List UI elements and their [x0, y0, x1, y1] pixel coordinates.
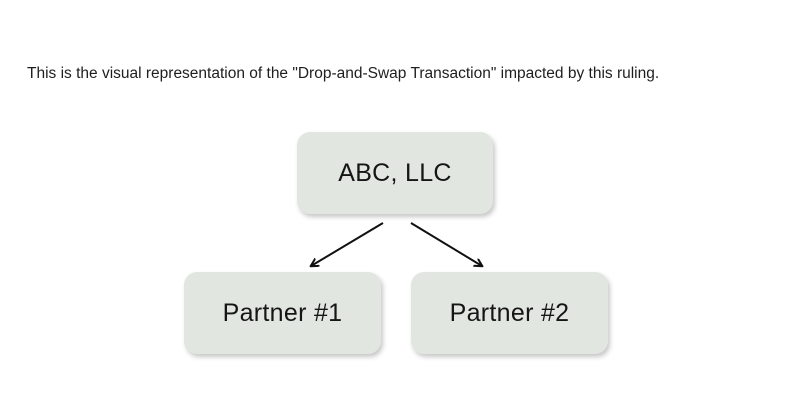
node-abc-llc: ABC, LLC [297, 132, 493, 214]
caption-text: This is the visual representation of the… [27, 65, 660, 82]
node-partner-1: Partner #1 [184, 272, 381, 354]
arrow-abc-to-partner1 [311, 222, 384, 266]
arrow-abc-to-partner2 [410, 222, 482, 266]
node-partner-2: Partner #2 [411, 272, 608, 354]
node-partner-1-label: Partner #1 [222, 298, 343, 327]
node-abc-llc-label: ABC, LLC [338, 158, 452, 187]
node-partner-2-label: Partner #2 [449, 298, 570, 327]
